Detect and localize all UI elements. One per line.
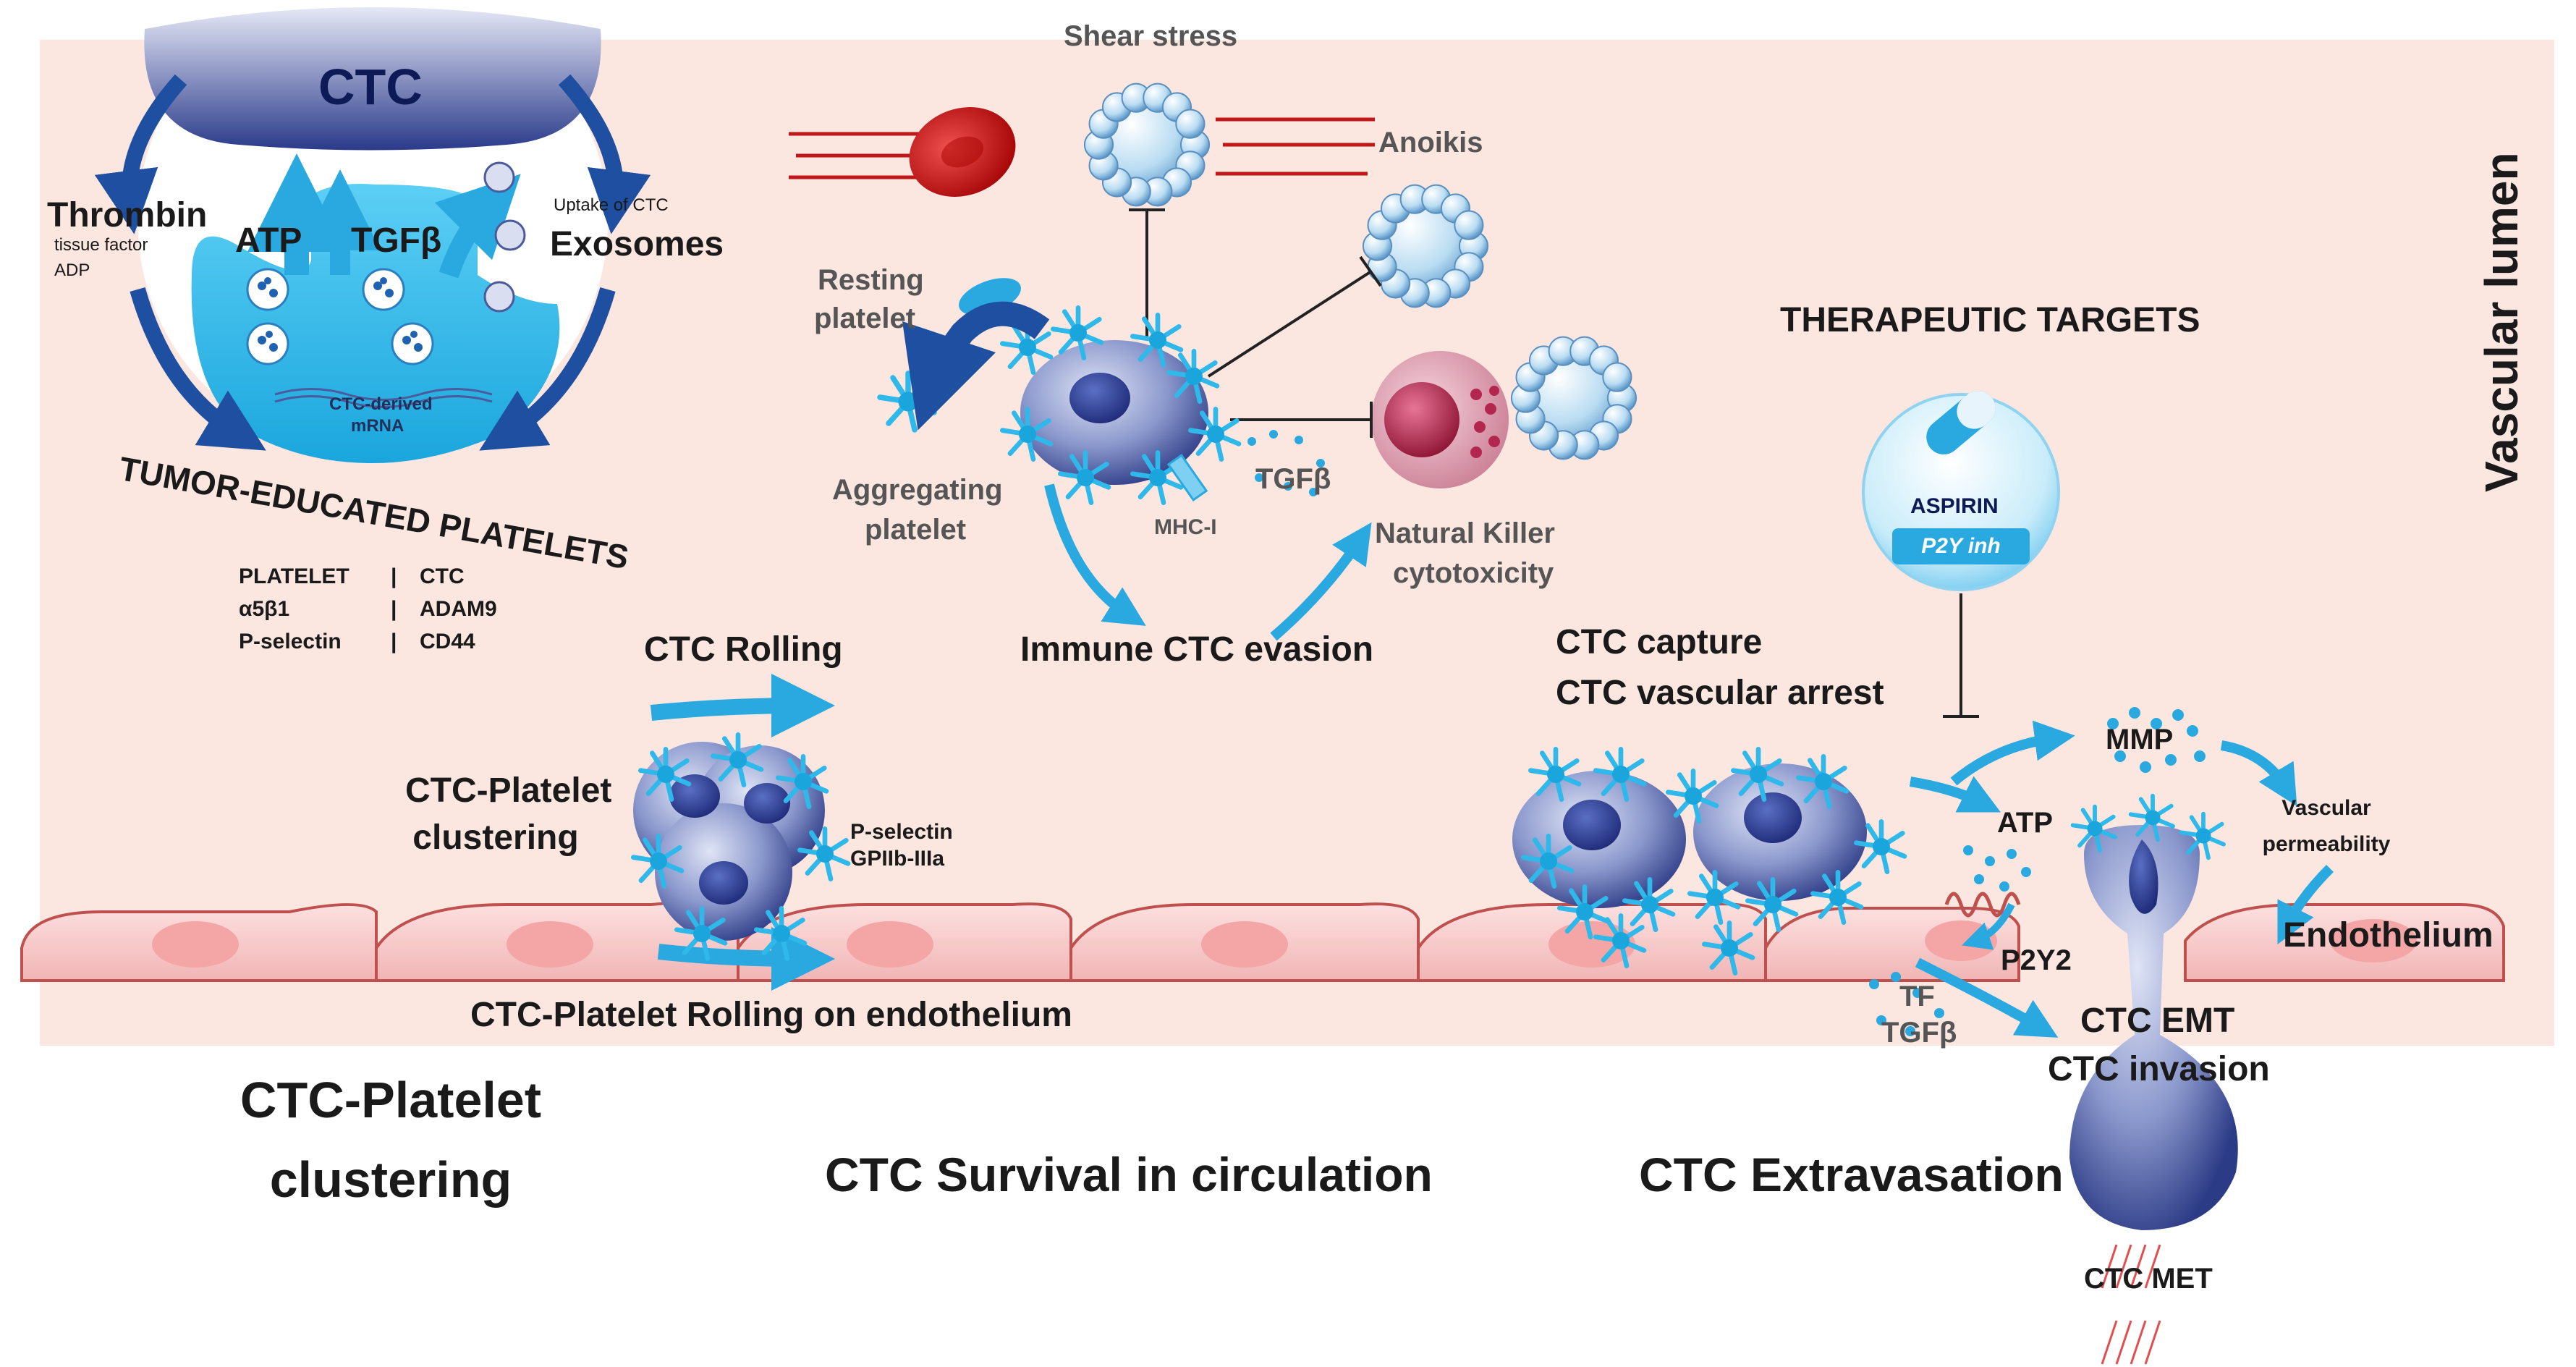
stage2-title: CTC Survival in circulation	[825, 1148, 1433, 1201]
binding-ctc-cell: CD44	[420, 630, 475, 653]
shear-stress-label: Shear stress	[1064, 20, 1238, 52]
vascular-lumen-label: Vascular lumen	[2475, 152, 2528, 492]
nk-label-1: Natural Killer	[1375, 517, 1555, 549]
stage1-title-line1: CTC-Platelet	[240, 1072, 542, 1128]
thrombin-sub-tissue-factor: tissue factor	[54, 235, 148, 255]
tep-ctc-label: CTC	[318, 59, 423, 115]
endothelium-label: Endothelium	[2283, 916, 2494, 955]
cluster-label-2: clustering	[412, 818, 579, 857]
nk-cell	[1371, 351, 1509, 488]
resting-platelet-label-2: platelet	[814, 302, 916, 334]
survival-tgfb-label: TGFβ	[1255, 463, 1331, 495]
extravasation-cluster	[1512, 707, 2334, 1038]
binding-platelet-cell: P-selectin	[239, 630, 342, 653]
mhc-label: MHC-I	[1154, 515, 1217, 539]
ctc-rolling-label: CTC Rolling	[644, 630, 843, 669]
clustering-ctc	[633, 674, 848, 991]
exosomes-label: Exosomes	[550, 225, 724, 263]
ctc-invasion-label: CTC invasion	[2048, 1050, 2270, 1088]
anoikis-label: Anoikis	[1378, 127, 1483, 158]
shear-stress-graphic	[789, 107, 1375, 197]
aspirin-label: ASPIRIN	[1910, 494, 1999, 518]
membrane-bleb	[1454, 210, 1484, 240]
inhibition-lines	[1129, 208, 1979, 718]
rolling-endothelium-label: CTC-Platelet Rolling on endothelium	[470, 996, 1072, 1034]
aggregating-platelet-label-2: platelet	[865, 514, 967, 546]
stage3-title: CTC Extravasation	[1639, 1148, 2064, 1201]
binding-platelet-cell: PLATELET	[239, 564, 349, 588]
aggregating-platelet-label-1: Aggregating	[832, 474, 1003, 506]
tf-label: TF	[1899, 981, 1935, 1012]
immune-evasion-label: Immune CTC evasion	[1020, 630, 1374, 669]
nk-label-2: cytotoxicity	[1393, 557, 1554, 589]
binding-table-row: P-selectin|CD44	[239, 630, 475, 653]
membrane-bleb	[1175, 109, 1206, 139]
vascular-permeability-label-2: permeability	[2262, 832, 2391, 856]
thrombin-label: Thrombin	[47, 196, 208, 234]
binding-ctc-cell: ADAM9	[420, 597, 497, 621]
p2y-inh-label: P2Y inh	[1921, 534, 2001, 558]
ctc-arrest-label: CTC vascular arrest	[1556, 674, 1884, 712]
pselectin-label: P-selectin	[850, 820, 953, 844]
mrna-label-1: CTC-derived	[329, 394, 433, 414]
therapeutic-targets-label: THERAPEUTIC TARGETS	[1780, 301, 2200, 339]
tep-panel	[94, 0, 651, 463]
uptake-label: Uptake of CTC	[554, 195, 669, 215]
tep-atp-label: ATP	[235, 221, 302, 260]
stage1-title-line2: clustering	[269, 1151, 512, 1208]
resting-platelet-label-1: Resting	[818, 264, 924, 296]
tep-tgfb-label: TGFβ	[351, 221, 442, 260]
extravasation-tgfb-label: TGFβ	[1881, 1017, 1957, 1049]
binding-ctc-cell: CTC	[420, 564, 465, 588]
detached-cell-anoikis	[1362, 184, 1489, 308]
detached-cell-shear	[1083, 82, 1211, 207]
binding-table-row: α5β1|ADAM9	[239, 597, 497, 621]
binding-table-row: PLATELET|CTC	[239, 564, 465, 588]
gp-label: GPIIb-IIIa	[850, 847, 945, 871]
mmp-label: MMP	[2106, 724, 2174, 756]
ctc-capture-label: CTC capture	[1556, 623, 1763, 661]
binding-platelet-cell: α5β1	[239, 597, 290, 621]
ctc-emt-label: CTC EMT	[2080, 1002, 2235, 1040]
membrane-bleb	[1602, 362, 1632, 392]
extravasation-atp-label: ATP	[1997, 807, 2054, 839]
p2y2-label: P2Y2	[2001, 944, 2072, 976]
ctc-met-label: CTC MET	[2084, 1263, 2213, 1295]
cluster-label-1: CTC-Platelet	[405, 771, 612, 810]
mrna-label-2: mRNA	[351, 416, 404, 436]
vascular-permeability-label-1: Vascular	[2281, 796, 2371, 820]
invading-ctc	[2069, 796, 2238, 1365]
thrombin-sub-adp: ADP	[54, 261, 90, 280]
detached-cell-nk	[1510, 336, 1637, 460]
aspirin-badge	[1862, 391, 2060, 591]
survival-ctc-cluster	[880, 278, 1372, 641]
